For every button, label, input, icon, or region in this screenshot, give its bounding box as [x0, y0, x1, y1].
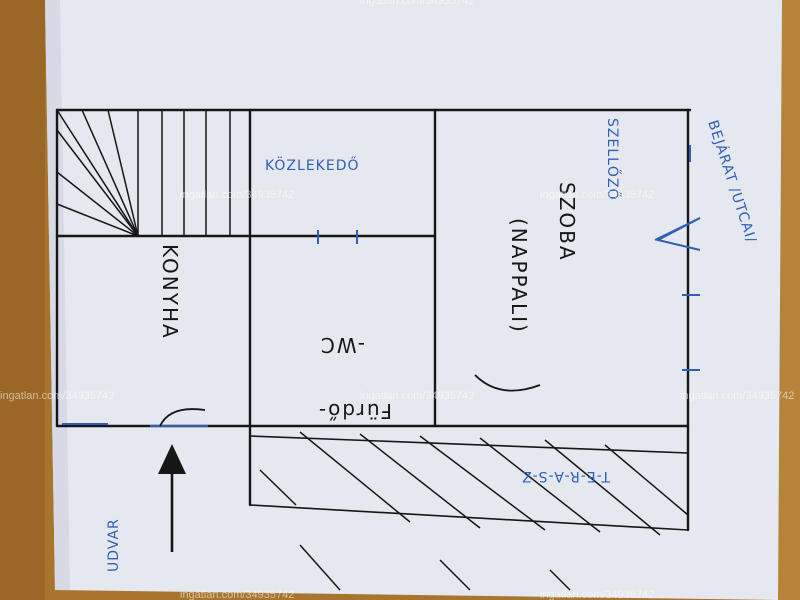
- terrace-hatching: [259, 431, 689, 536]
- szoba-label: SZOBA: [555, 182, 579, 262]
- wc-label: -WC: [319, 333, 365, 357]
- walls: [55, 108, 692, 532]
- wood-grain-right: [778, 0, 800, 600]
- terasz-label: T-E-R-A-S-Z: [521, 468, 611, 484]
- entrance-arrow-icon: [654, 217, 701, 251]
- yard-arrow-icon: [158, 444, 186, 552]
- paper-sheet: [45, 0, 782, 600]
- terrace-line: [249, 435, 689, 454]
- watermark-bottom-left: ingatlan.com/34935742: [180, 589, 294, 600]
- watermark-bottom-right: ingatlan.com/34935742: [540, 589, 654, 600]
- kitchen-door-swing: [159, 408, 206, 427]
- watermark-left: ingatlan.com/34935742: [0, 390, 114, 402]
- watermark-mid-right: ingatlan.com/34935742: [540, 189, 654, 201]
- kozlekedo-label: KÖZLEKEDŐ: [265, 156, 360, 174]
- szelloezo-label: SZELLŐZŐ: [604, 118, 622, 201]
- watermark-mid-left: ingatlan.com/34935742: [180, 189, 294, 201]
- nappali-bracket: [474, 374, 541, 392]
- konyha-label: KONYHA: [158, 244, 182, 340]
- terrace-edge: [249, 504, 689, 531]
- wood-grain-left: [0, 0, 45, 600]
- furdo-label: Fürdő-: [317, 399, 392, 423]
- watermark-center: ingatlan.com/34935742: [360, 390, 474, 402]
- door-marks: [62, 145, 700, 427]
- below-terrace-hatching: [299, 544, 571, 591]
- udvar-label: UDVAR: [106, 518, 122, 572]
- nappali-label: (NAPPALI): [507, 218, 531, 334]
- watermark-top-center: ingatlan.com/34935742: [360, 0, 474, 7]
- watermark-right: ingatlan.com/34935742: [680, 390, 794, 402]
- staircase: [56, 109, 231, 237]
